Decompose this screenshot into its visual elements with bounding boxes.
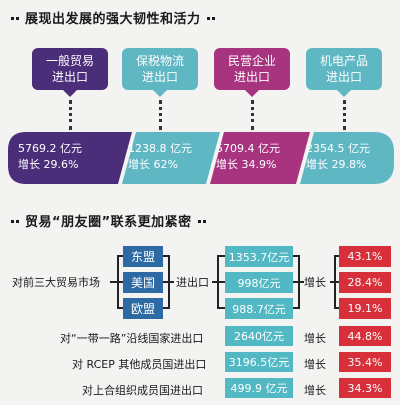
category-line1: 保税物流 [135, 54, 184, 68]
banner-growth: 增长 34.9% [216, 158, 277, 171]
market-usa: 美国 [123, 272, 163, 293]
category-line2: 进出口 [233, 70, 270, 84]
connector-line [117, 281, 123, 283]
bullet-dot [16, 17, 19, 20]
connector-line [330, 281, 335, 283]
connector-line [163, 307, 169, 309]
connector-line [217, 307, 225, 309]
bullet-dot [16, 220, 19, 223]
banner-text-electromechanical: 2354.5 亿元 增长 29.8% [306, 132, 370, 184]
dotted-connector [343, 100, 346, 130]
bullet-dot [11, 17, 14, 20]
banner-value: 5709.4 亿元 [216, 142, 280, 155]
bullet-dot [211, 17, 215, 20]
connector-line [110, 281, 118, 283]
banner-growth: 增长 62% [128, 158, 178, 171]
banner-text-private-enterprise: 5709.4 亿元 增长 34.9% [216, 132, 280, 184]
bullet-dot [197, 220, 201, 223]
banner-segment-teal2 [300, 132, 394, 184]
dotted-connector [251, 100, 254, 130]
category-line1: 民营企业 [227, 54, 276, 68]
row-label-belt-road: 对“一带一路”沿线国家进出口 [60, 332, 204, 345]
banner-text-bonded-logistics: 1238.8 亿元 增长 62% [128, 132, 192, 184]
connector-line [298, 281, 304, 283]
section2-title: 贸易“朋友圈”联系更加紧密 [25, 215, 192, 230]
category-electromechanical: 机电产品 进出口 [306, 48, 382, 97]
banner-value: 5769.2 亿元 [18, 142, 82, 155]
category-general-trade: 一般贸易 进出口 [32, 48, 108, 97]
connector-line [293, 255, 299, 257]
connector-line [217, 281, 225, 283]
connector-line [117, 307, 123, 309]
dotted-connector [159, 100, 162, 130]
row-growth-rcep: 35.4% [339, 352, 391, 372]
bullet-dot [11, 220, 14, 223]
connector-line [293, 307, 299, 309]
row-value-sco: 499.9 亿元 [225, 378, 293, 398]
category-line2: 进出口 [141, 70, 178, 84]
row-growth-label-rcep: 增长 [304, 358, 326, 371]
banner-text-general-trade: 5769.2 亿元 增长 29.6% [18, 132, 82, 184]
connector-line [212, 281, 218, 283]
market-growth-usa: 28.4% [339, 272, 391, 293]
market-asean: 东盟 [123, 246, 163, 267]
top-markets-label: 对前三大贸易市场 [12, 276, 100, 289]
market-value-asean: 1353.7亿元 [225, 246, 293, 267]
connector-line [217, 255, 225, 257]
connector-line [293, 281, 299, 283]
banner-segment-teal [122, 132, 220, 184]
row-label-sco: 对上合组织成员国进出口 [82, 384, 203, 397]
banner-ribbon [8, 132, 394, 184]
market-growth-asean: 43.1% [339, 246, 391, 267]
row-label-rcep: 对 RCEP 其他成员国进出口 [72, 358, 207, 371]
connector-line [163, 281, 169, 283]
bullet-dot [202, 220, 206, 223]
dotted-connector [69, 100, 72, 130]
banner-segment-magenta [210, 132, 310, 184]
banner-growth: 增长 29.6% [18, 158, 79, 171]
market-eu: 欧盟 [123, 298, 163, 319]
connector-line [334, 255, 339, 257]
row-value-rcep: 3196.5亿元 [225, 352, 293, 372]
market-value-usa: 998亿元 [225, 272, 293, 293]
bullet-dot [206, 17, 210, 20]
category-bonded-logistics: 保税物流 进出口 [122, 48, 198, 97]
growth-label: 增长 [304, 276, 326, 289]
section2-title-wrap: 贸易“朋友圈”联系更加紧密 [10, 211, 207, 230]
connector-line [168, 281, 174, 283]
banner-growth: 增长 29.8% [306, 158, 367, 171]
banner-value: 1238.8 亿元 [128, 142, 192, 155]
banner-segment-purple [8, 132, 132, 184]
market-growth-eu: 19.1% [339, 298, 391, 319]
connector-line [163, 255, 169, 257]
trade-label: 进出口 [176, 276, 209, 289]
connector-line [334, 281, 339, 283]
connector-line [334, 307, 339, 309]
row-growth-belt-road: 44.8% [339, 326, 391, 346]
category-line2: 进出口 [51, 70, 88, 84]
row-growth-label-sco: 增长 [304, 384, 326, 397]
section1-title: 展现出发展的强大韧性和活力 [25, 12, 201, 27]
category-line1: 机电产品 [319, 54, 368, 68]
banner-value: 2354.5 亿元 [306, 142, 370, 155]
section1-title-wrap: 展现出发展的强大韧性和活力 [10, 8, 216, 27]
row-growth-sco: 34.3% [339, 378, 391, 398]
row-value-belt-road: 2640亿元 [225, 326, 293, 346]
connector-line [117, 255, 123, 257]
category-line1: 一般贸易 [45, 54, 94, 68]
category-line2: 进出口 [325, 70, 362, 84]
market-value-eu: 988.7亿元 [225, 298, 293, 319]
category-private-enterprise: 民营企业 进出口 [214, 48, 290, 97]
row-growth-label-belt-road: 增长 [304, 332, 326, 345]
